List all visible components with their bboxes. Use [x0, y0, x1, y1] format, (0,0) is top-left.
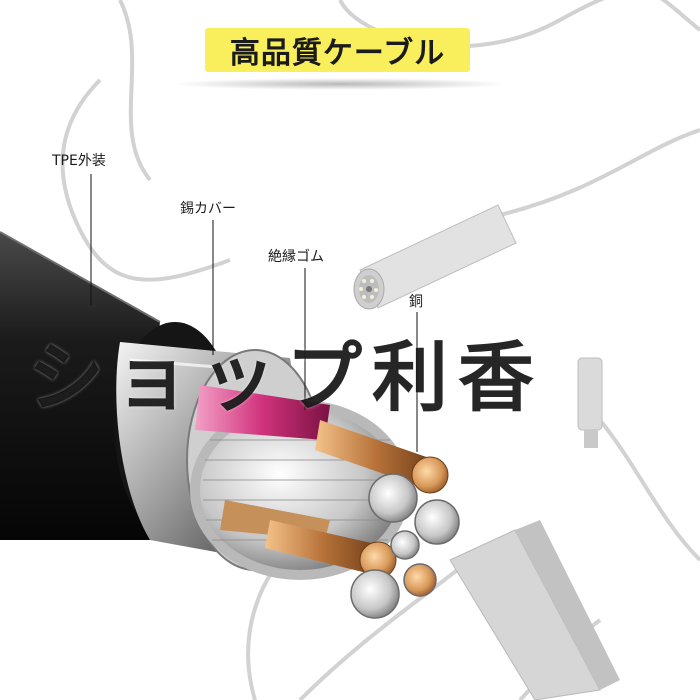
- label-tpe-jacket: TPE外装: [52, 153, 106, 169]
- camera-probe: [353, 204, 517, 310]
- control-box: [449, 520, 620, 700]
- page-title: 高品質ケーブル: [229, 36, 446, 71]
- label-leaders: [90, 174, 418, 452]
- label-tin-cover: 錫カバー: [180, 201, 236, 217]
- title-shadow: [170, 78, 510, 90]
- copper-wires: [265, 420, 449, 579]
- title-badge: 高品質ケーブル: [205, 28, 470, 72]
- label-copper: 銅: [409, 294, 423, 310]
- label-insulation-rubber: 絶縁ゴム: [268, 249, 324, 265]
- shop-watermark: ショップ利香: [28, 333, 544, 422]
- strand-ends: [350, 473, 460, 619]
- usb-connector: [577, 357, 603, 448]
